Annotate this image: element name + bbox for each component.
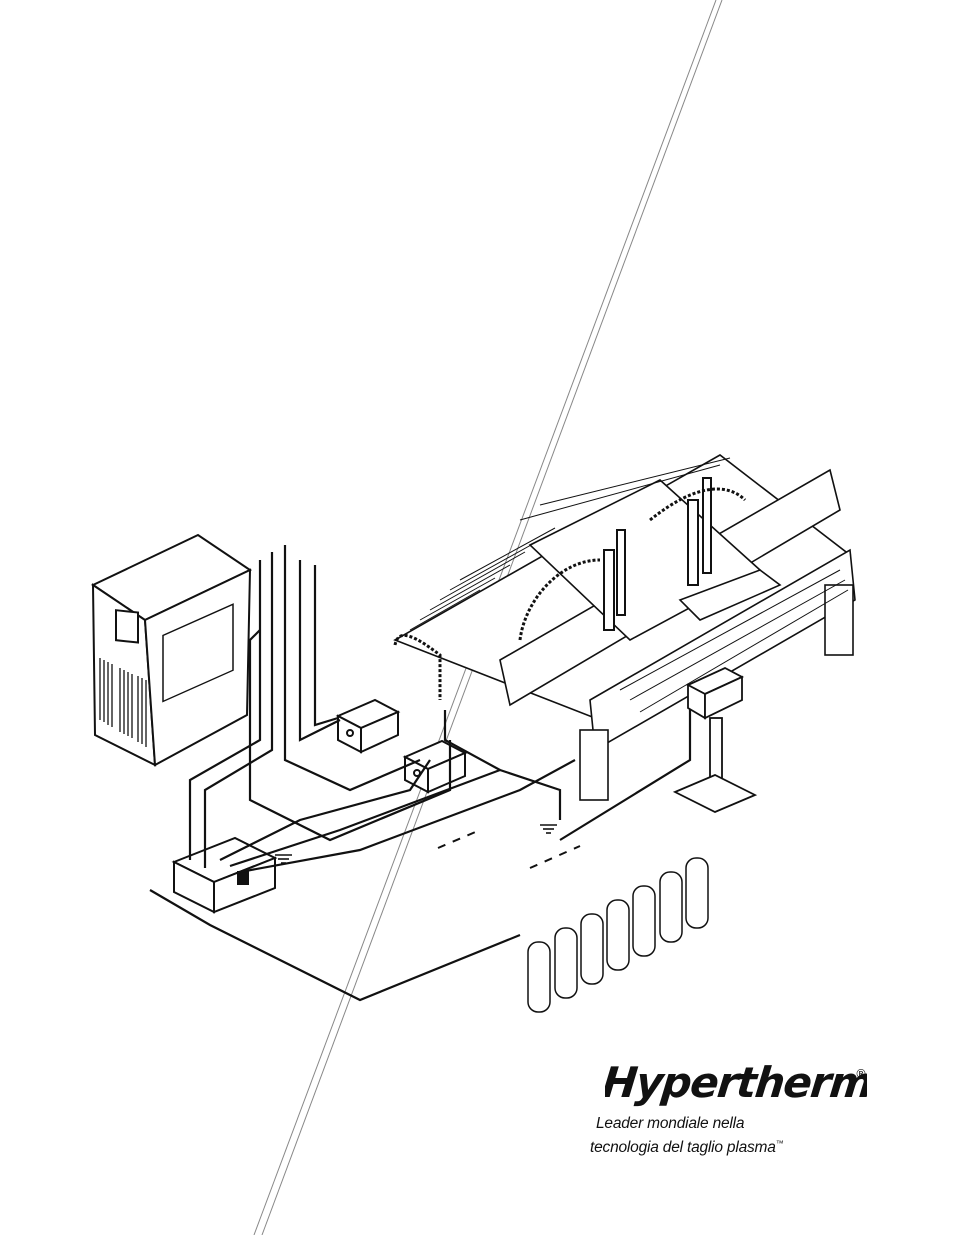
registered-mark: ® (855, 1067, 867, 1081)
gas-cylinders (527, 857, 709, 1013)
control-box-upper (335, 698, 401, 754)
cutting-table (393, 454, 856, 801)
ground-symbols (275, 824, 557, 864)
hypertherm-logo: Hypertherm ® (605, 1058, 867, 1107)
cable-carrier-right (518, 487, 747, 641)
cables (149, 545, 692, 1002)
torch-right (687, 477, 712, 586)
tagline-line-2: tecnologia del taglio plasma™ (590, 1134, 784, 1158)
gas-console (171, 836, 278, 914)
tagline-line-1: Leader mondiale nella (596, 1115, 745, 1132)
trademark-symbol: ™ (775, 1139, 784, 1148)
power-supply-vents (99, 658, 147, 747)
tagline: Leader mondiale nella tecnologia del tag… (590, 1114, 784, 1158)
tagline-line-2-text: tecnologia del taglio plasma (590, 1139, 776, 1157)
hypertherm-wordmark: Hypertherm (605, 1058, 867, 1107)
torch-left (603, 529, 626, 631)
table-slats (409, 457, 849, 713)
dashed-leads (437, 829, 581, 869)
cable-carrier-left (393, 633, 442, 700)
power-supply-cabinet (90, 533, 253, 767)
operator-pendant (672, 666, 758, 813)
